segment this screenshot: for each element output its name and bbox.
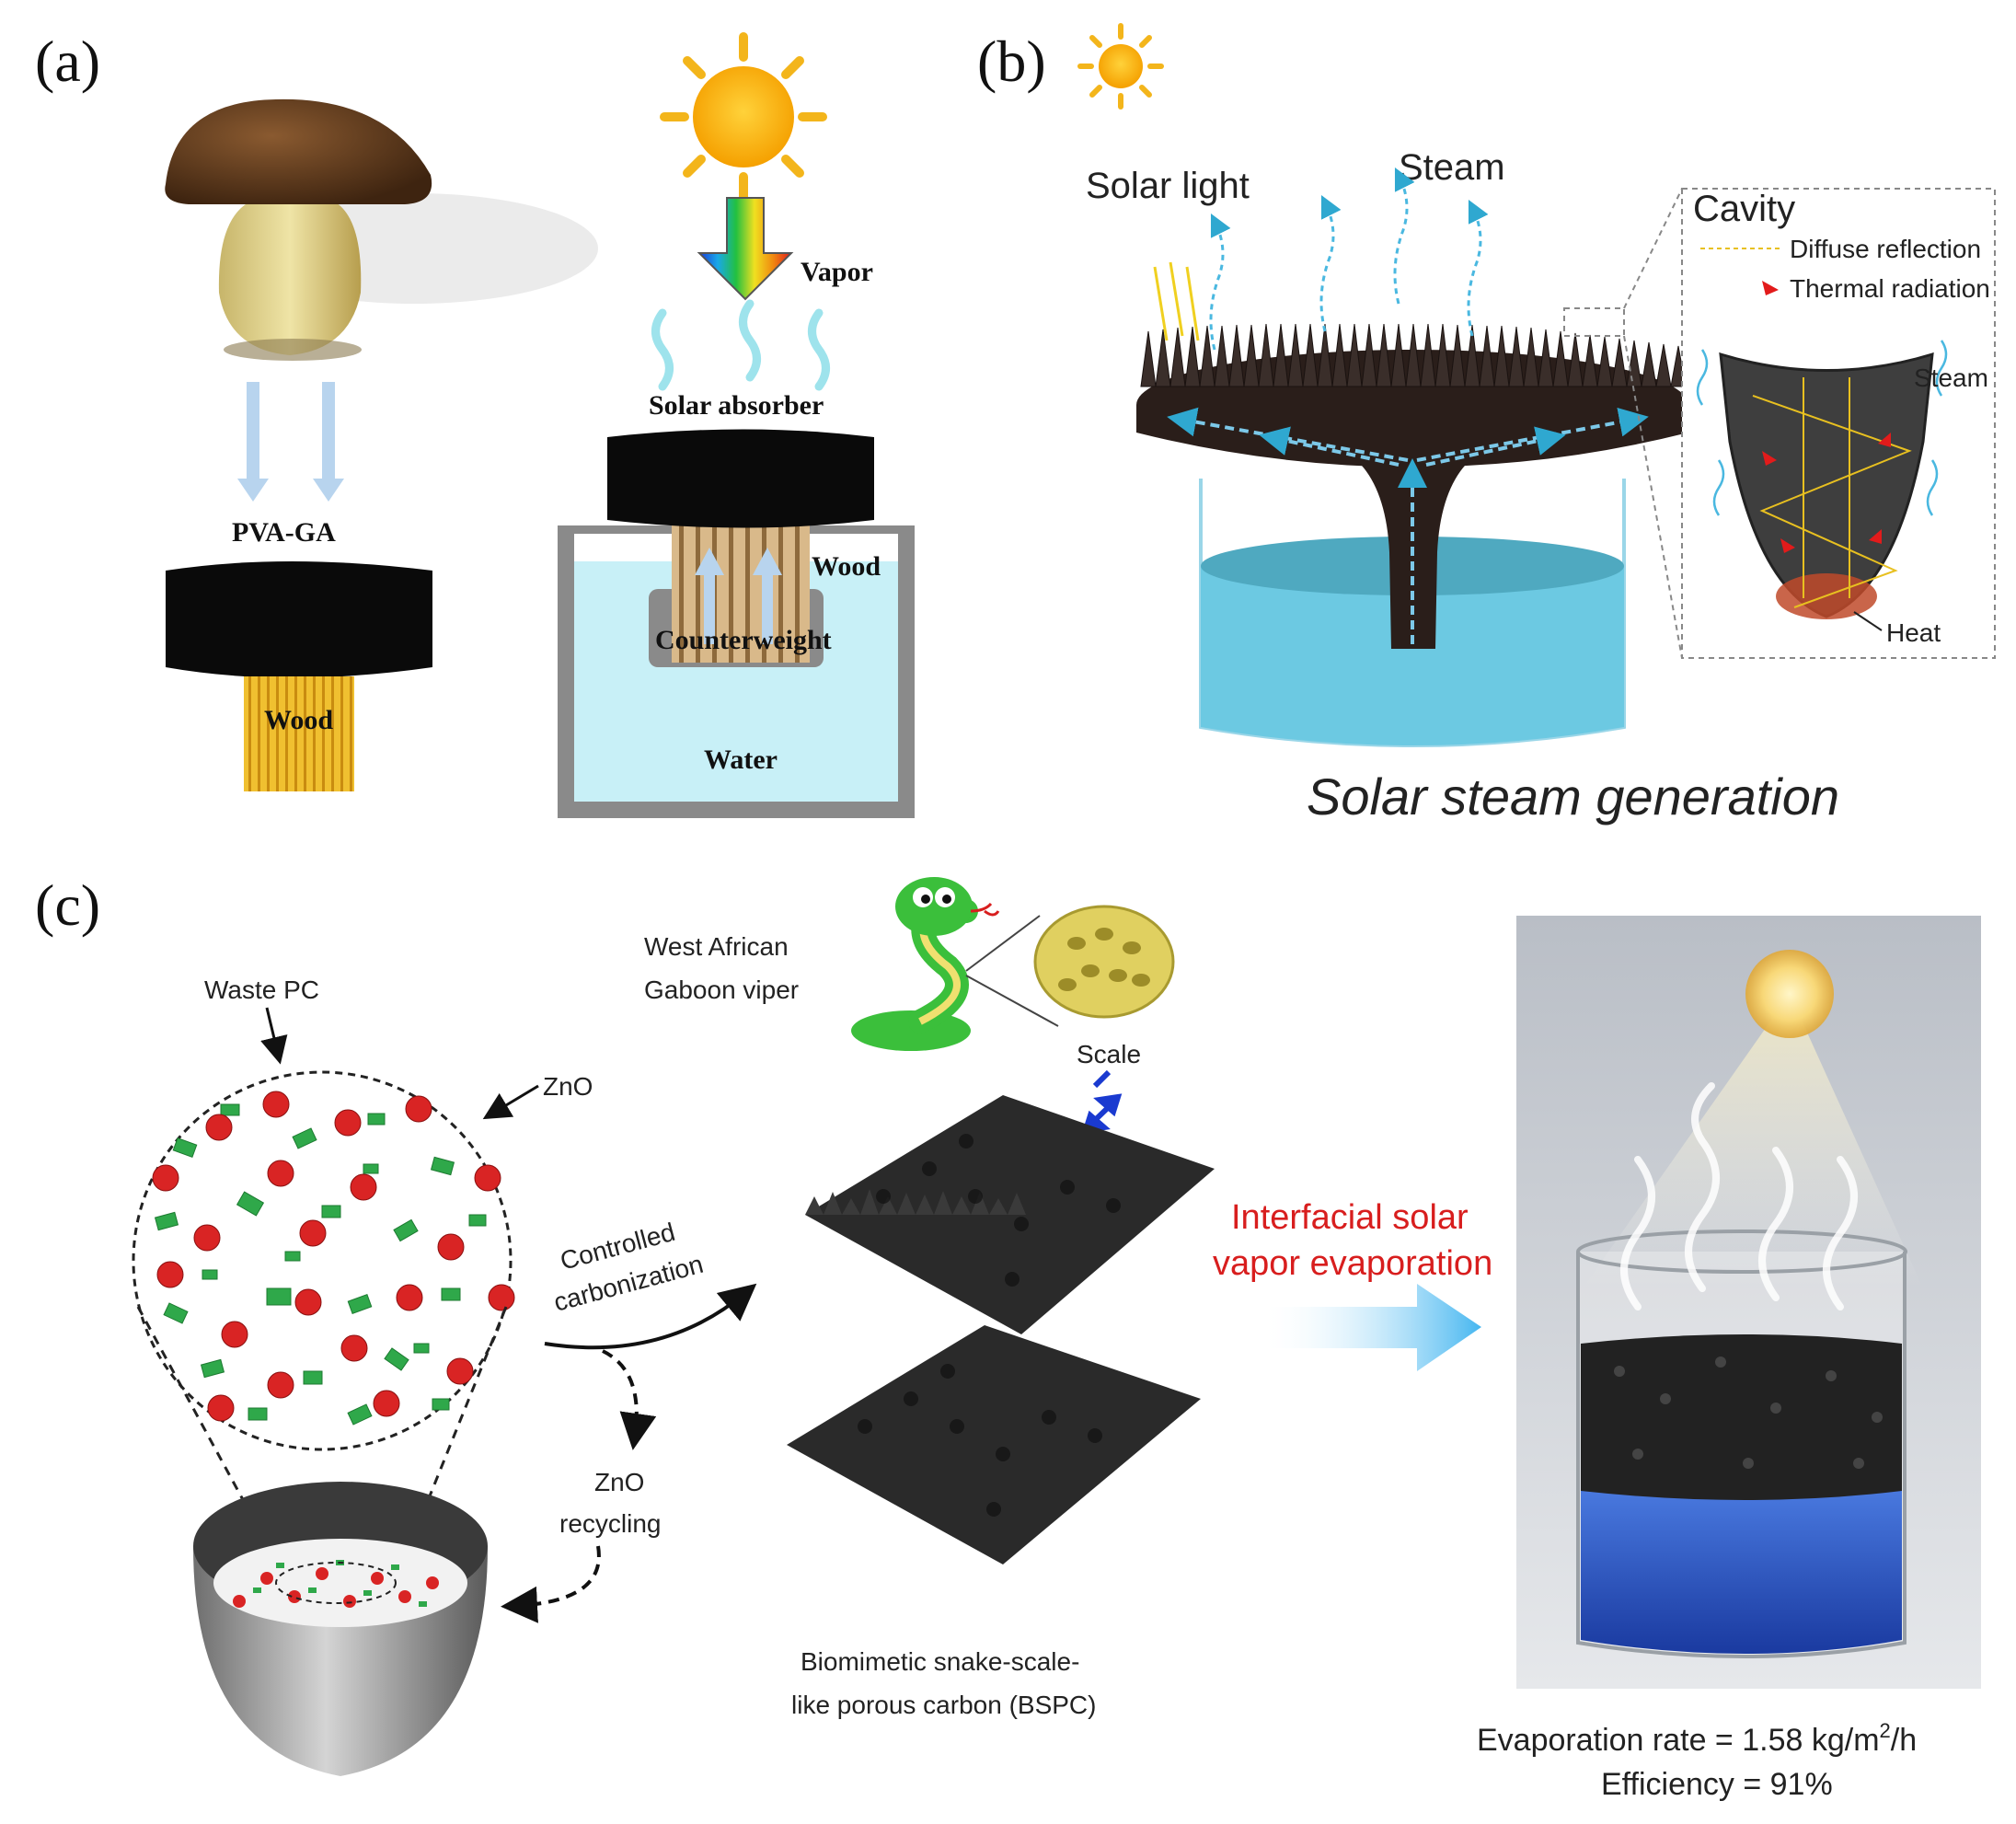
water-label: Water [704, 745, 778, 775]
sun-icon-small [1077, 23, 1164, 110]
vapor-label: Vapor [801, 257, 873, 287]
panel-a: (a) PVA-GA Wood [35, 29, 915, 818]
funnel-stem [1325, 442, 1502, 649]
wood-stem-right [672, 515, 810, 663]
evaporation-rate-prefix: Evaporation rate = 1.58 kg/m [1477, 1723, 1880, 1758]
zno-recycling-label-2: recycling [559, 1509, 661, 1538]
solar-steam-caption: Solar steam generation [1307, 768, 1839, 825]
heat-label: Heat [1886, 618, 1941, 647]
wood-label-right: Wood [812, 551, 881, 582]
panel-b: (b) Solar light Steam [977, 23, 1996, 825]
panel-a-label: (a) [35, 29, 100, 94]
recycling-arrow-down [602, 1349, 657, 1450]
panel-b-label: (b) [977, 29, 1046, 94]
sun-icon [660, 32, 827, 202]
cavity-label: Cavity [1693, 189, 1795, 229]
carbonization-arrow [544, 1283, 757, 1350]
rainbow-arrow [697, 197, 794, 301]
bspc-sheet-bottom [787, 1325, 1201, 1564]
evaporation-rate-sup: 2 [1880, 1719, 1891, 1742]
crucible [193, 1482, 488, 1776]
panel-c: (c) Waste PC ZnO [35, 872, 1981, 1802]
solar-light-rays [1153, 261, 1200, 341]
waste-pc-label: Waste PC [204, 975, 319, 1004]
efficiency-label: Efficiency = 91% [1601, 1767, 1833, 1802]
wood-stem-left [244, 676, 354, 791]
steam-inset-label: Steam [1914, 364, 1988, 392]
particle-magnified-view [132, 1070, 513, 1451]
heat-flow-arrows [1167, 407, 1649, 644]
steam-arrows [1209, 167, 1489, 351]
scale-texture [1033, 905, 1175, 1019]
cone-spikes [1140, 323, 1687, 387]
scale-label: Scale [1077, 1040, 1141, 1068]
interfacial-label-1: Interfacial solar [1231, 1198, 1469, 1237]
counterweight-label: Counterweight [655, 625, 832, 655]
solar-absorber-block [607, 429, 874, 528]
beaker-photo [1516, 916, 1981, 1689]
mushroom-image [165, 98, 598, 361]
viper-label-2: Gaboon viper [644, 975, 799, 1004]
bspc-sheet-top [805, 1095, 1215, 1334]
down-arrows [237, 382, 344, 502]
wood-label-left: Wood [264, 705, 333, 735]
interfacial-label-2: vapor evaporation [1213, 1244, 1492, 1283]
viper-label-1: West African [644, 932, 789, 961]
pva-ga-absorber [166, 561, 432, 678]
bspc-label-1: Biomimetic snake-scale- [801, 1647, 1079, 1676]
scale-arrow [1081, 1069, 1123, 1134]
zno-label: ZnO [543, 1072, 593, 1101]
solar-light-label: Solar light [1086, 166, 1250, 206]
solar-absorber-label: Solar absorber [649, 390, 824, 421]
photo-sun [1745, 950, 1834, 1038]
water-flow-arrows [695, 548, 782, 644]
pc-particles [152, 1091, 515, 1422]
pva-ga-label: PVA-GA [232, 517, 336, 548]
panel-c-label: (c) [35, 872, 100, 938]
zno-recycling-label-1: ZnO [594, 1468, 644, 1496]
steam-label: Steam [1399, 147, 1505, 188]
vapor-squiggles [651, 299, 830, 391]
zno-particles [154, 1103, 487, 1426]
bspc-label-2: like porous carbon (BSPC) [791, 1691, 1096, 1719]
evaporation-rate-suffix: /h [1891, 1723, 1917, 1758]
evaporation-arrow [1261, 1284, 1481, 1371]
thermal-radiation-label: Thermal radiation [1790, 274, 1990, 303]
diffuse-reflection-label: Diffuse reflection [1790, 235, 1981, 263]
snake-icon [851, 877, 1000, 1051]
recycling-arrow-return [501, 1545, 601, 1623]
evaporation-rate-label: Evaporation rate = 1.58 kg/m2/h [1477, 1719, 1917, 1758]
